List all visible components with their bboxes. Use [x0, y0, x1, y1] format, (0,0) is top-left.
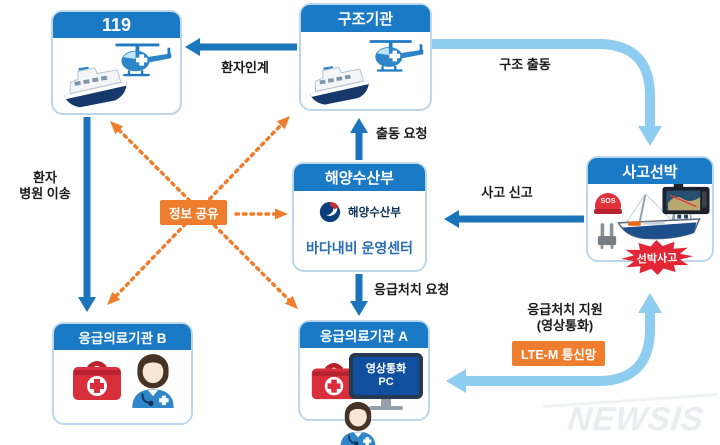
label-rescue-dispatch: 구조 출동	[499, 57, 551, 72]
node-accident-ship: 사고선박 SOS	[586, 156, 714, 262]
video-call-pc-line1: 영상통화	[365, 363, 407, 376]
arrow-dispatch-request	[350, 118, 368, 160]
label-patient-transfer: 환자 병원 이송	[14, 170, 76, 203]
doctor-icon	[132, 354, 174, 408]
label-patient-transfer-line2: 병원 이송	[19, 186, 71, 202]
label-first-aid-support: 응급처치 지원 (영상통화)	[502, 302, 628, 335]
label-first-aid-request: 응급처치 요청	[374, 282, 450, 297]
node-119-header: 119	[53, 12, 180, 38]
nav-display-icon	[662, 184, 710, 215]
sos-label: SOS	[600, 198, 616, 205]
ministry-logo-text: 해양수산부	[348, 207, 401, 219]
video-call-pc-line2: PC	[378, 376, 394, 388]
ship-icon	[64, 66, 127, 108]
node-hospital-b-title: 응급의료기관 B	[78, 331, 167, 346]
label-first-aid-support-line1: 응급처치 지원	[527, 302, 603, 317]
node-119: 119	[51, 10, 182, 115]
first-aid-kit-icon	[311, 363, 357, 400]
node-rescue-agency-header: 구조기관	[301, 5, 430, 32]
label-accident-report: 사고 신고	[481, 185, 533, 200]
node-hospital-a-header: 응급의료기관 A	[300, 322, 428, 348]
label-patient-transfer-line1: 환자	[33, 170, 57, 185]
node-119-title: 119	[101, 14, 132, 35]
label-dispatch-request: 출동 요청	[376, 126, 428, 141]
node-hospital-a-title: 응급의료기관 A	[319, 329, 409, 344]
video-call-pc-screen: 영상통화 PC	[349, 353, 423, 399]
node-accident-ship-title: 사고선박	[622, 163, 678, 181]
node-accident-ship-header: 사고선박	[588, 158, 712, 184]
node-rescue-agency-title: 구조기관	[337, 11, 394, 28]
arrow-accident-report	[444, 210, 584, 228]
label-patient-handover: 환자인계	[221, 60, 269, 75]
helicopter-icon	[369, 40, 424, 72]
first-aid-kit-icon	[73, 361, 121, 400]
fishing-boat-icon	[617, 193, 701, 240]
ministry-logo-icon	[319, 201, 341, 223]
arrow-patient-handover	[185, 38, 297, 56]
arrow-video-support	[446, 293, 662, 393]
antenna-icon	[597, 223, 617, 249]
label-first-aid-support-line2: (영상통화)	[536, 318, 594, 334]
info-share-badge: 정보 공유	[160, 200, 228, 225]
arrow-rescue-dispatch	[429, 39, 662, 146]
arrow-patient-transfer	[78, 117, 96, 312]
ship-accident-burst-label: 선박사고	[636, 251, 678, 266]
ship-icon	[309, 66, 370, 105]
lte-network-badge: LTE-M 통신망	[512, 341, 606, 366]
ministry-center-label: 바다내비 운영센터	[306, 240, 413, 256]
node-ministry-header: 해양수산부	[294, 164, 425, 191]
node-ministry: 해양수산부 해양수산부 바다내비 운영센터	[292, 162, 427, 272]
video-call-pc: 영상통화 PC	[349, 353, 423, 410]
node-ministry-title: 해양수산부	[324, 170, 394, 187]
node-hospital-b: 응급의료기관 B	[52, 322, 193, 425]
node-rescue-agency: 구조기관	[299, 3, 432, 111]
arrow-first-aid-request	[350, 274, 368, 316]
doctor-icon	[340, 401, 376, 445]
helicopter-icon	[115, 43, 172, 77]
node-hospital-b-header: 응급의료기관 B	[54, 324, 191, 350]
sos-beacon-icon: SOS	[594, 188, 622, 216]
